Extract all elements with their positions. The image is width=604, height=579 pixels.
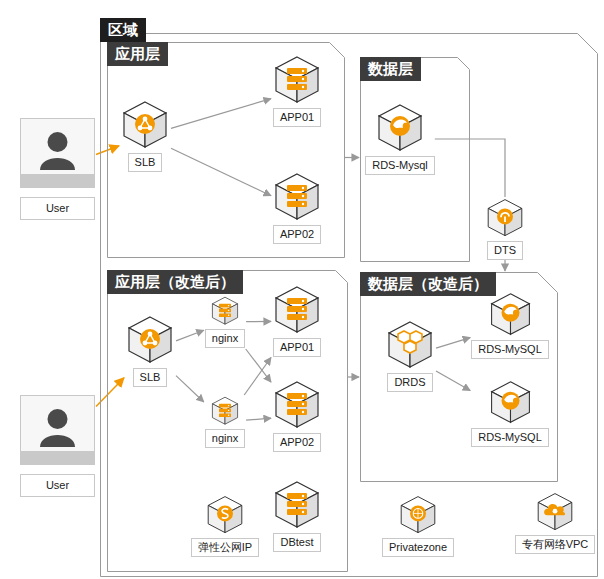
service-node: SLB bbox=[125, 315, 175, 387]
eip-icon bbox=[205, 495, 245, 535]
zone-box: 数据层（改造后） DRDS RDS-MySQL RDS-MySQL bbox=[360, 272, 558, 482]
zone-box: 应用层（改造后） SLB nginx nginx APP01APP02 弹性公网IP DBt… bbox=[107, 270, 348, 572]
dns-icon bbox=[398, 495, 438, 535]
connector bbox=[246, 349, 271, 382]
service-label: SLB bbox=[128, 153, 163, 172]
service-label: SLB bbox=[133, 368, 168, 387]
service-label: APP01 bbox=[273, 338, 321, 357]
srv-icon bbox=[210, 396, 240, 426]
zone-title: 应用层（改造后） bbox=[107, 270, 243, 294]
service-node: RDS-Mysql bbox=[365, 103, 435, 175]
zone-box: 数据层 RDS-Mysql bbox=[360, 57, 470, 262]
service-label: APP02 bbox=[273, 433, 321, 452]
service-label: DRDS bbox=[387, 373, 432, 392]
service-node: 弹性公网IP bbox=[191, 495, 259, 557]
zone-outline bbox=[100, 18, 598, 577]
service-label: 弹性公网IP bbox=[191, 538, 259, 557]
drds-icon bbox=[385, 320, 435, 370]
srv-icon bbox=[210, 296, 240, 326]
connector bbox=[246, 321, 271, 323]
user-node: User bbox=[20, 395, 95, 497]
service-label: Privatezone bbox=[382, 538, 454, 557]
service-label: RDS-MySQL bbox=[471, 340, 549, 359]
service-node: APP02 bbox=[272, 380, 322, 452]
srv-icon bbox=[272, 285, 322, 335]
service-node: Privatezone bbox=[382, 495, 454, 557]
service-label: RDS-Mysql bbox=[365, 156, 435, 175]
vpc-icon bbox=[535, 492, 575, 532]
service-node: DTS bbox=[485, 198, 525, 260]
user-icon bbox=[20, 395, 95, 465]
user-label: User bbox=[20, 197, 95, 220]
zone-box: 区域应用层SLBAPP01APP02数据层RDS-MysqlDTS应用层（改造后… bbox=[100, 18, 598, 577]
service-label: nginx bbox=[205, 429, 245, 448]
zone-box: 应用层 SLB APP01APP02 bbox=[107, 42, 345, 258]
connector bbox=[436, 371, 470, 391]
db-icon bbox=[488, 292, 533, 337]
connector bbox=[176, 376, 204, 402]
connector bbox=[246, 418, 271, 420]
service-label: APP02 bbox=[273, 225, 321, 244]
service-label: APP01 bbox=[273, 108, 321, 127]
user-icon bbox=[20, 118, 95, 188]
service-node: APP02 bbox=[272, 172, 322, 244]
connector bbox=[504, 260, 505, 271]
zone-title: 区域 bbox=[100, 18, 146, 42]
service-node: RDS-MySQL bbox=[471, 292, 549, 359]
service-node: SLB bbox=[120, 100, 170, 172]
zone-title: 应用层 bbox=[107, 42, 168, 66]
service-label: nginx bbox=[205, 329, 245, 348]
db-icon bbox=[488, 380, 533, 425]
service-node: DRDS bbox=[385, 320, 435, 392]
service-node: DBtest bbox=[272, 480, 322, 552]
connector bbox=[345, 157, 359, 158]
dts-icon bbox=[485, 198, 525, 238]
service-node: nginx bbox=[205, 296, 245, 348]
service-node: RDS-MySQL bbox=[471, 380, 549, 447]
connector bbox=[176, 330, 204, 341]
zone-title: 数据层（改造后） bbox=[360, 272, 496, 296]
db-icon bbox=[375, 103, 425, 153]
service-label: RDS-MySQL bbox=[471, 428, 549, 447]
connector bbox=[171, 148, 271, 195]
service-node: APP01 bbox=[272, 285, 322, 357]
service-label: 专有网络VPC bbox=[515, 535, 596, 554]
connector bbox=[244, 358, 271, 396]
user-node: User bbox=[20, 118, 95, 220]
service-label: DBtest bbox=[273, 533, 320, 552]
service-node: nginx bbox=[205, 396, 245, 448]
srv-icon bbox=[272, 480, 322, 530]
slb-icon bbox=[125, 315, 175, 365]
slb-icon bbox=[120, 100, 170, 150]
srv-icon bbox=[272, 55, 322, 105]
zone-title: 数据层 bbox=[360, 57, 421, 81]
srv-icon bbox=[272, 380, 322, 430]
user-label: User bbox=[20, 474, 95, 497]
srv-icon bbox=[272, 172, 322, 222]
connector bbox=[436, 338, 470, 349]
connector bbox=[348, 376, 359, 377]
connector bbox=[171, 99, 271, 129]
service-label: DTS bbox=[487, 241, 523, 260]
service-node: 专有网络VPC bbox=[515, 492, 596, 554]
service-node: APP01 bbox=[272, 55, 322, 127]
